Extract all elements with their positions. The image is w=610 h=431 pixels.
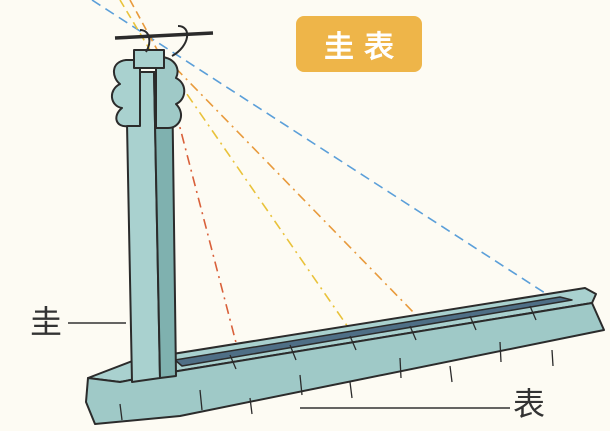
stone-base [85,287,605,425]
ray-yellow [161,57,351,331]
crossbar-rod [114,31,214,40]
crossbar-hook-right [171,25,188,57]
label-biao: 表 [513,385,546,423]
label-gui: 圭 [30,303,63,341]
pillar-cloud-left [111,59,141,128]
crossbar [114,25,214,57]
pillar-cap [133,49,165,69]
pillar [111,49,186,383]
ray-blue [91,0,549,296]
base-channel [174,296,573,367]
ray-orange [159,51,417,316]
crossbar-hook-left [139,29,151,53]
base-seams [119,305,554,421]
ray-orange-top [129,0,161,56]
pillar-cloud-right [155,56,186,129]
title-badge: 圭表 [296,16,422,72]
